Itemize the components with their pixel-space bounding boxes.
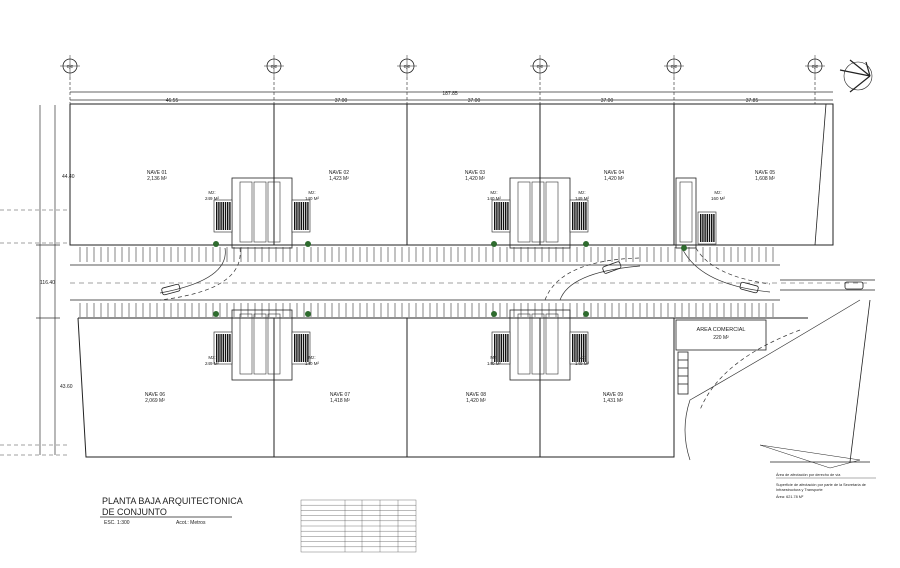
loading-dock [491, 309, 589, 381]
nave-area: 1,423 M² [329, 176, 349, 182]
nave-area: 1,420 M² [604, 176, 624, 182]
axis-label: eje [671, 64, 678, 70]
nave-label: NAVE 07 [330, 392, 350, 398]
parking-stalls [79, 247, 774, 317]
nave-area: 1,420 M² [466, 398, 486, 404]
nave-area: 2,069 M² [145, 398, 165, 404]
mezz-area: 140 M² [487, 361, 502, 366]
axis-bubble: eje [805, 55, 825, 104]
commercial-name: AREA COMERCIAL [697, 327, 746, 333]
mezz-label: Mz: [208, 355, 215, 360]
right-boundary [759, 299, 871, 469]
commercial-area-value: 220 M² [713, 335, 729, 341]
nave-area: 2,136 M² [147, 176, 167, 182]
area-table [300, 499, 417, 553]
axis-label: eje [404, 64, 411, 70]
note-line: Área: 621.78 M² [776, 495, 804, 499]
plan-scale: ESC. 1:300 [104, 520, 130, 526]
mezz-label: Mz: [490, 355, 497, 360]
left-dimension [36, 105, 60, 455]
nave-area: 1,431 M² [603, 398, 623, 404]
top-block [69, 103, 834, 246]
note-line: Superficie de afectación por parte de la… [776, 483, 866, 487]
nave-label: NAVE 04 [604, 170, 624, 176]
mezz-label: Mz: [208, 190, 215, 195]
mezz-area: 140 M² [487, 196, 502, 201]
mezz-label: Mz: [578, 190, 585, 195]
mezz-label: Mz: [490, 190, 497, 195]
top-dimension [70, 91, 833, 101]
dimension-left-middle: 116.40 [40, 280, 55, 286]
site-guide-lines [0, 209, 70, 456]
note-line: Infraestructura y Transporte [776, 488, 823, 492]
road-lines [70, 264, 875, 301]
mezz-area: 149 M² [575, 361, 590, 366]
note-line: Área de afectación por derecho de vía [776, 473, 841, 477]
mezz-label: Mz: [308, 190, 315, 195]
dimension-segment: 37.00 [468, 98, 481, 104]
mezz-area: 249 M² [205, 196, 220, 201]
nave-label: NAVE 09 [603, 392, 623, 398]
dimension-segment: 37.85 [746, 98, 759, 104]
bottom-block [77, 317, 808, 458]
plan-units: Acot.: Metros [176, 520, 206, 526]
car-icon [161, 261, 864, 296]
axis-label: eje [812, 64, 819, 70]
mezz-area: 149 M² [575, 196, 590, 201]
commercial-area [675, 319, 767, 395]
nave-area: 1,420 M² [465, 176, 485, 182]
nave-label: NAVE 03 [465, 170, 485, 176]
mezz-area: 140 M² [305, 196, 320, 201]
loading-dock [491, 177, 589, 249]
loading-dock [675, 177, 717, 251]
dimension-segment: 37.00 [601, 98, 614, 104]
access-curves [159, 247, 861, 461]
nave-area: 1,608 M² [755, 176, 775, 182]
mezz-label: Mz: [308, 355, 315, 360]
mezz-label: Mz: [714, 190, 721, 195]
axis-bubble: eje [530, 55, 550, 104]
nave-label: NAVE 02 [329, 170, 349, 176]
axis-bubble: eje [397, 55, 417, 104]
dimension-segment: 37.00 [335, 98, 348, 104]
loading-dock [213, 309, 311, 381]
axis-bubble: eje [60, 55, 80, 104]
axis-bubble: eje [264, 55, 284, 104]
axis-label: eje [67, 64, 74, 70]
nave-label: NAVE 06 [145, 392, 165, 398]
mezz-area: 160 M² [711, 196, 726, 201]
mezz-area: 249 M² [205, 361, 220, 366]
dimension-left-top: 44.40 [62, 174, 75, 180]
dimension-segment: 46.55 [166, 98, 179, 104]
nave-label: NAVE 01 [147, 170, 167, 176]
nave-area: 1,418 M² [330, 398, 350, 404]
plan-title-line2: DE CONJUNTO [102, 507, 167, 517]
north-arrow-icon [839, 59, 873, 93]
plan-title-line1: PLANTA BAJA ARQUITECTONICA [102, 496, 243, 506]
nave-label: NAVE 05 [755, 170, 775, 176]
dimension-total: 187.85 [442, 91, 458, 97]
mezz-label: Mz: [578, 355, 585, 360]
grid-axes: eje eje eje eje eje eje [60, 55, 825, 104]
axis-label: eje [271, 64, 278, 70]
axis-bubble: eje [664, 55, 684, 104]
loading-docks [213, 177, 717, 381]
mezz-area: 140 M² [305, 361, 320, 366]
loading-dock [213, 177, 311, 249]
axis-label: eje [537, 64, 544, 70]
nave-label: NAVE 08 [466, 392, 486, 398]
dimension-left-bottom: 43.60 [60, 384, 73, 390]
